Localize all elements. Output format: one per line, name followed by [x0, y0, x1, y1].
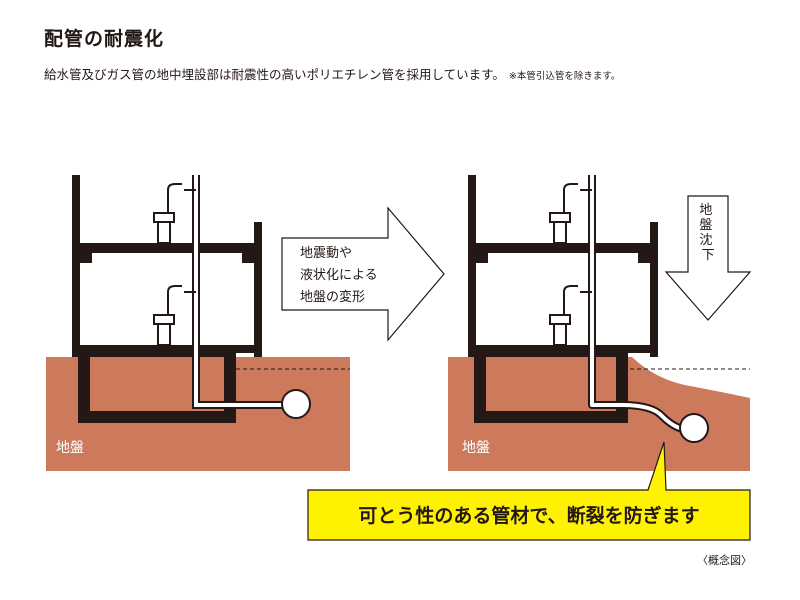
wall-right-outer-left — [468, 175, 476, 357]
sink-right-lower — [549, 285, 578, 346]
wall-right-outer-right — [650, 222, 658, 357]
subsidence-label: 地 盤 沈 下 — [699, 203, 716, 263]
deformation-arrow: 地震動や 液状化による 地盤の変形 — [281, 206, 445, 342]
arrow-label-line-3: 地盤の変形 — [300, 289, 365, 305]
floor-slab-left-upper — [72, 243, 262, 253]
pipe-left — [184, 175, 290, 409]
wall-left-outer-right — [254, 222, 262, 357]
subsidence-char-4: 下 — [701, 248, 714, 263]
main-pipe-left — [281, 389, 311, 419]
arrow-label-line-2: 液状化による — [300, 268, 378, 283]
subtitle-text: 給水管及びガス管の地中埋設部は耐震性の高いポリエチレン管を採用しています。 — [44, 67, 505, 82]
arrow-label-line-1: 地震動や — [300, 246, 352, 261]
foundation-right — [474, 349, 628, 423]
left-panel: 地盤 — [46, 175, 350, 471]
main-pipe-right — [679, 413, 709, 443]
subsidence-arrow — [664, 195, 752, 321]
subsidence-char-2: 盤 — [699, 218, 712, 233]
figure-caption: 〈概念図〉 — [697, 554, 752, 567]
sink-right-upper — [549, 183, 578, 244]
floor-slab-right-lower — [468, 345, 658, 353]
right-panel: 地 盤 沈 下 地盤 — [448, 175, 752, 471]
subtitle-note: ※本管引込管を除きます。 — [508, 71, 621, 82]
sink-left-upper — [153, 183, 182, 244]
floor-slab-left-lower — [72, 345, 262, 353]
page-title: 配管の耐震化 — [44, 28, 165, 50]
floor-slab-right-upper — [468, 243, 658, 253]
sink-left-lower — [153, 285, 182, 346]
ground-label-right: 地盤 — [462, 440, 490, 456]
ground-label-left: 地盤 — [56, 440, 84, 456]
foundation-left — [78, 349, 236, 423]
beam-left-upper-a — [80, 253, 92, 263]
callout-text: 可とう性のある管材で、断裂を防ぎます — [358, 504, 699, 527]
subsidence-char-1: 地 — [699, 203, 712, 218]
subsidence-char-3: 沈 — [699, 233, 712, 248]
wall-left-outer-left — [72, 175, 80, 357]
callout-box: 可とう性のある管材で、断裂を防ぎます — [307, 441, 751, 541]
beam-left-upper-b — [242, 253, 254, 263]
page-subtitle: 給水管及びガス管の地中埋設部は耐震性の高いポリエチレン管を採用しています。※本管… — [44, 64, 620, 83]
beam-right-upper-b — [638, 253, 650, 263]
beam-right-upper-a — [476, 253, 488, 263]
